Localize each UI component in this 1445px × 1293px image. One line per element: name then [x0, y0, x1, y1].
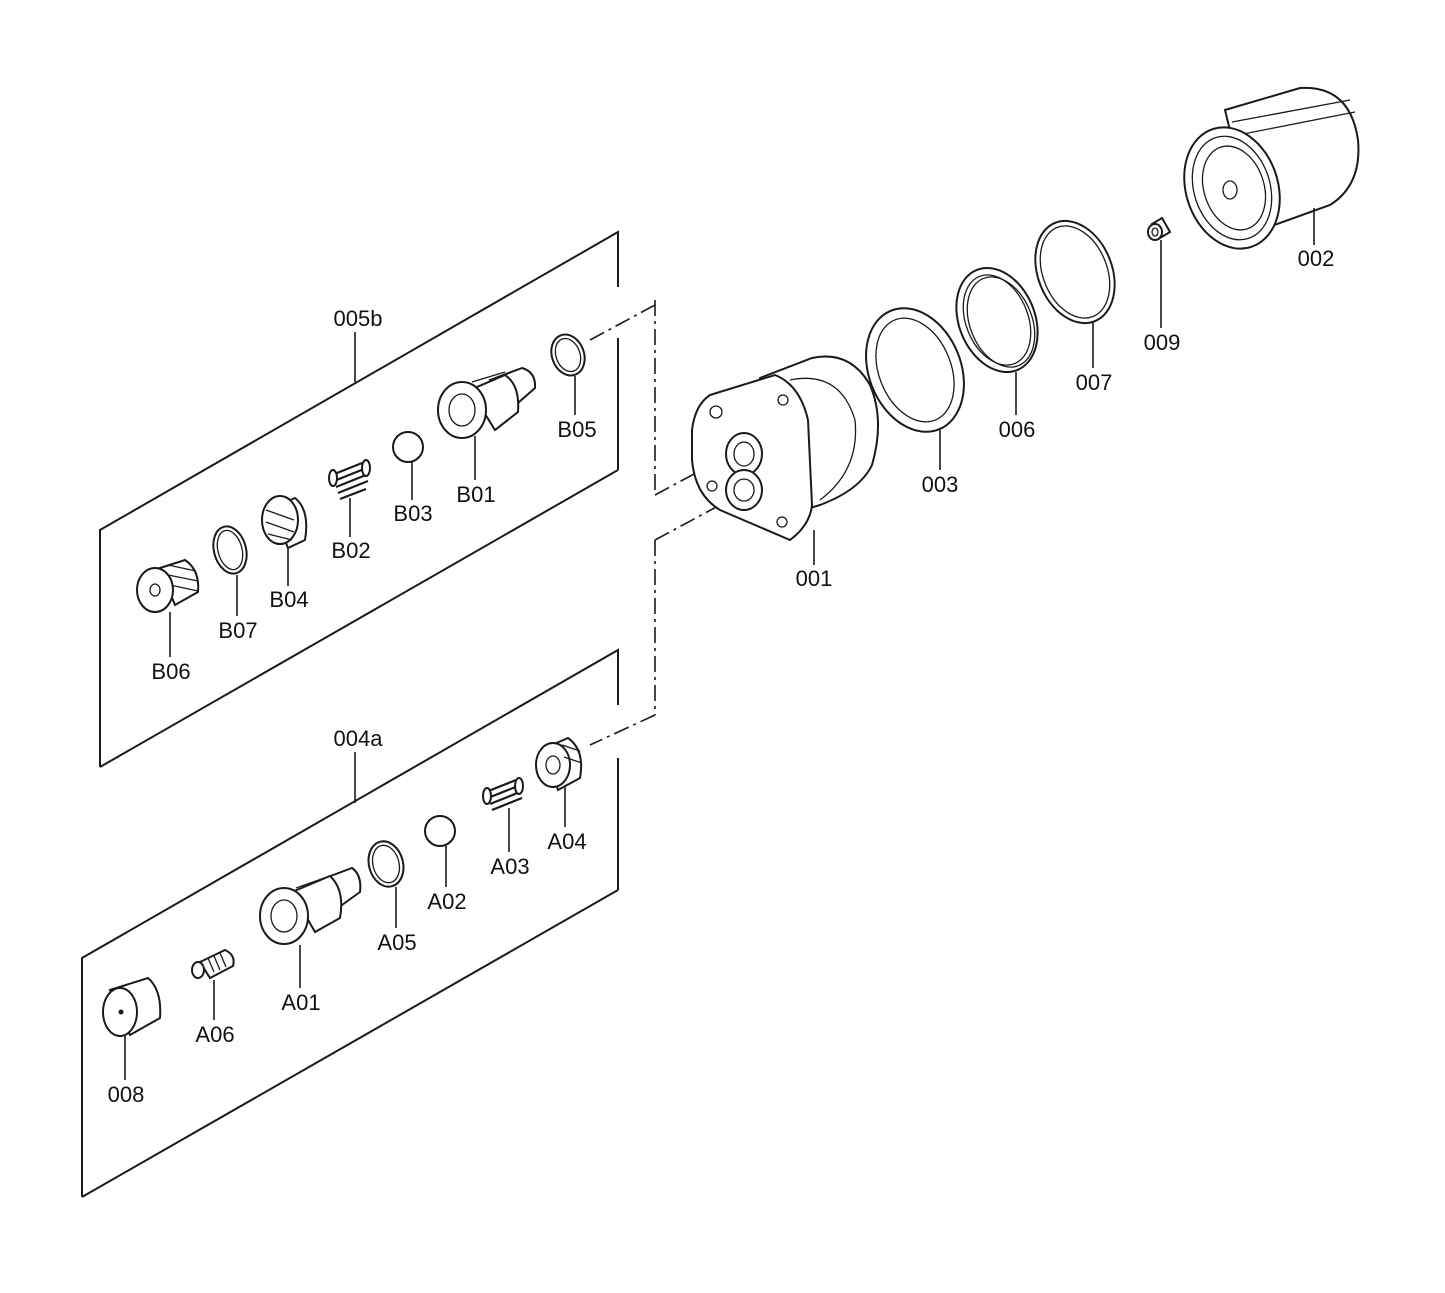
label-A04: A04	[547, 829, 586, 854]
label-B07: B07	[218, 618, 257, 643]
label-B03: B03	[393, 501, 432, 526]
part-labels: 005b 004a 001 002 003 006 007 009 B05 B0…	[108, 246, 1335, 1107]
group-box-005b	[99, 230, 619, 768]
cap-008	[102, 976, 162, 1037]
valve-seat-A04	[535, 736, 583, 792]
label-B01: B01	[456, 482, 495, 507]
spring-A03	[482, 777, 524, 812]
label-008: 008	[108, 1082, 145, 1107]
label-A05: A05	[377, 930, 416, 955]
ball-A02	[424, 815, 456, 847]
ring-007	[1034, 219, 1116, 325]
fitting-B01	[437, 366, 537, 439]
label-B06: B06	[151, 659, 190, 684]
spring-B02	[328, 459, 371, 501]
fitting-A01	[259, 866, 362, 945]
label-A03: A03	[490, 854, 529, 879]
housing-001	[691, 355, 879, 542]
leader-lines	[124, 208, 1315, 1080]
label-007: 007	[1076, 370, 1113, 395]
label-A02: A02	[427, 889, 466, 914]
assembly-center-lines	[589, 300, 721, 746]
label-003: 003	[922, 472, 959, 497]
cup-002	[1183, 86, 1360, 250]
label-A06: A06	[195, 1022, 234, 1047]
label-009: 009	[1144, 330, 1181, 355]
label-002: 002	[1298, 246, 1335, 271]
label-B02: B02	[331, 538, 370, 563]
o-ring-B05	[550, 333, 586, 377]
group-box-004a	[81, 648, 619, 1198]
label-A01: A01	[281, 990, 320, 1015]
label-004a: 004a	[334, 726, 384, 751]
o-ring-B07	[212, 525, 248, 575]
plug-009	[1147, 216, 1172, 241]
nipple-A06	[191, 948, 235, 980]
valve-seat-B04	[261, 495, 308, 550]
ring-006	[955, 266, 1039, 374]
ball-B03	[392, 431, 424, 463]
label-005b: 005b	[334, 306, 383, 331]
label-B04: B04	[269, 587, 308, 612]
o-ring-A05	[367, 840, 405, 888]
label-006: 006	[999, 417, 1036, 442]
plug-B06	[136, 558, 200, 613]
label-B05: B05	[557, 417, 596, 442]
label-001: 001	[796, 566, 833, 591]
ring-003	[865, 307, 965, 433]
